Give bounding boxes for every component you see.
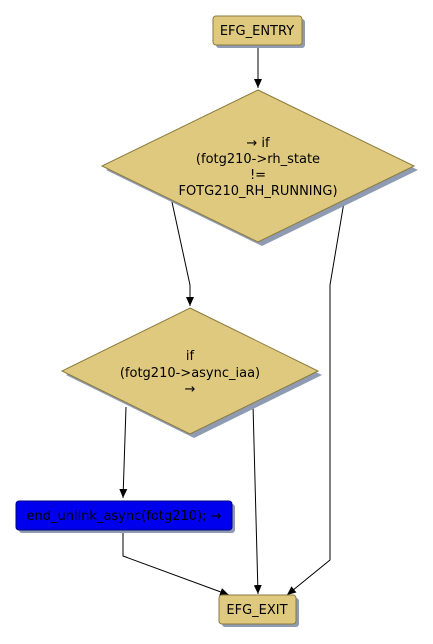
node-cond2-diamond [60,307,320,435]
node-cond1-line2: (fotg210->rh_state [196,152,320,167]
node-cond2-line3: → [185,382,196,397]
node-cond1-line1: → if [246,136,270,151]
node-cond1-line3: != [250,168,266,183]
edges [119,46,345,596]
edge-cond2-to-action [119,406,128,499]
node-cond2-line2: (fotg210->async_iaa) [120,366,260,381]
edge-cond1-to-cond2 [171,201,194,306]
edge-cond2-to-exit [252,404,262,595]
node-action[interactable]: end_unlink_async(fotg210); → [15,500,235,533]
node-cond1-diamond [100,89,416,243]
node-cond2-line1: if [186,349,195,364]
node-exit-box [218,594,297,625]
node-cond2[interactable]: if (fotg210->async_iaa) → [60,307,322,438]
node-entry-label: EFG_ENTRY [220,24,294,39]
node-entry-box [212,15,303,46]
node-action-label: end_unlink_async(fotg210); → [26,509,221,524]
node-exit-label: EFG_EXIT [226,603,287,618]
edge-cond1-to-exit [286,201,345,596]
node-entry[interactable]: EFG_ENTRY [212,15,305,48]
node-exit[interactable]: EFG_EXIT [218,594,299,627]
edge-action-to-exit [122,530,230,596]
node-cond1[interactable]: → if (fotg210->rh_state != FOTG210_RH_RU… [100,89,418,246]
node-action-box [15,500,233,531]
node-cond1-line4: FOTG210_RH_RUNNING) [178,184,337,199]
